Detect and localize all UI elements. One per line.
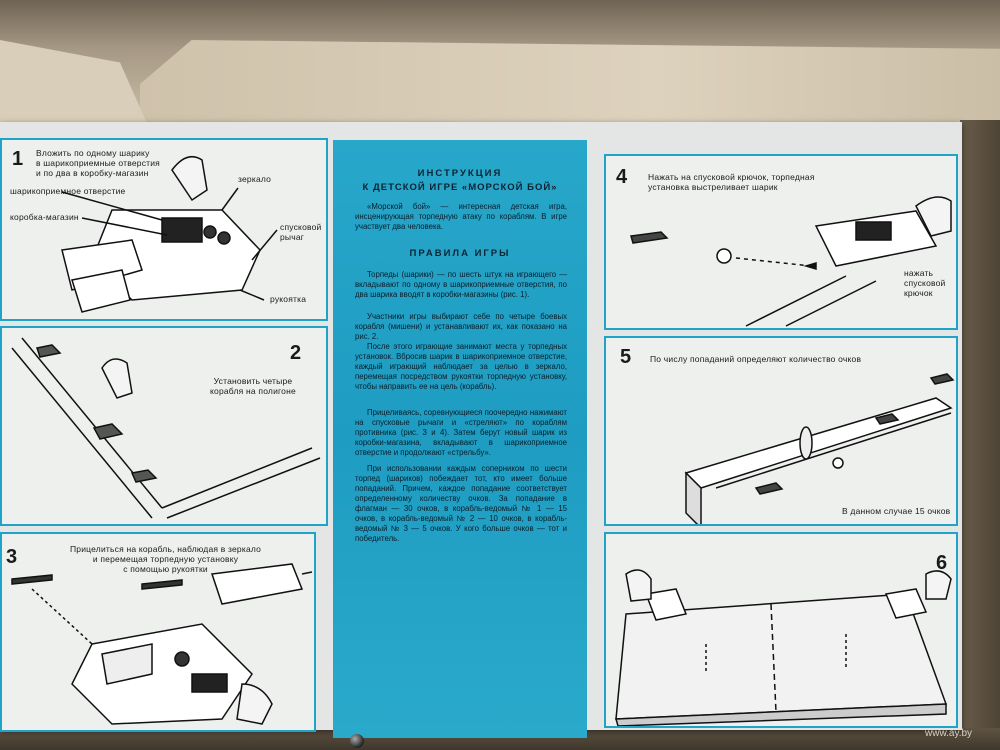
instructions-title: ИНСТРУКЦИЯ — [417, 168, 503, 179]
step-number: 3 — [6, 546, 18, 568]
rules-paragraph-5: При использовании каждым соперником по ш… — [355, 464, 567, 543]
panel-step-4: 4 Нажать на спусковой крючок, торпедная … — [604, 154, 958, 330]
firing-drawing — [630, 196, 952, 327]
instructions-column: ИНСТРУКЦИЯ К ДЕТСКОЙ ИГРЕ «МОРСКОЙ БОЙ» … — [333, 140, 587, 738]
instructions-subtitle: К ДЕТСКОЙ ИГРЕ «МОРСКОЙ БОЙ» — [362, 182, 558, 193]
step-caption: По числу попаданий определяют количество… — [650, 354, 862, 364]
panel-step-1: 1 Вложить по одному шарику в шарикоприем… — [0, 138, 328, 321]
label-mirror: зеркало — [238, 174, 272, 184]
aiming-drawing — [11, 563, 313, 725]
step-number: 6 — [936, 552, 948, 574]
step-caption: Прицелиться на корабль, наблюдая в зерка… — [70, 544, 262, 574]
intro-paragraph: «Морской бой» — интересная детская игра,… — [355, 202, 567, 231]
rules-paragraph-1: Торпеды (шарики) — по шесть штук на игра… — [355, 270, 567, 299]
score-note: В данном случае 15 очков — [842, 506, 951, 516]
step-caption: Нажать на спусковой крючок, торпедная ус… — [648, 172, 815, 192]
torpedo-launcher-drawing — [61, 155, 278, 313]
panel-step-6: 6 — [604, 532, 958, 728]
box-bottom — [0, 728, 1000, 750]
label-trigger-lever: спусковой рычаг — [280, 222, 322, 242]
step-number: 5 — [620, 346, 632, 368]
label-trigger: нажать спусковой крючок — [904, 268, 946, 298]
two-players-drawing — [615, 569, 952, 726]
panel-step-5: 5 По числу попаданий определяют количест… — [604, 336, 958, 526]
panel-step-2: 2 Установить четыре корабля на полигоне — [0, 326, 328, 526]
rules-paragraph-3: После этого играющие занимают места у то… — [355, 342, 567, 391]
step-caption: Вложить по одному шарику в шарикоприемны… — [36, 148, 160, 178]
playing-field-drawing — [11, 337, 321, 519]
label-magazine-box: коробка-магазин — [10, 212, 79, 222]
rules-title: ПРАВИЛА ИГРЫ — [409, 248, 511, 259]
step-number: 2 — [290, 342, 302, 364]
scoring-drawing — [684, 373, 955, 524]
box-side — [960, 120, 1000, 750]
step-number: 4 — [616, 166, 628, 188]
panel-step-3: 3 Прицелиться на корабль, наблюдая в зер… — [0, 532, 316, 732]
label-handle: рукоятка — [270, 294, 307, 304]
step-number: 1 — [12, 148, 24, 170]
rules-paragraph-2: Участники игры выбирают себе по четыре б… — [355, 312, 567, 341]
label-ball-hole: шарикоприемное отверстие — [10, 186, 126, 196]
watermark: www.ay.by — [925, 728, 973, 739]
step-caption: Установить четыре корабля на полигоне — [210, 376, 296, 396]
rules-paragraph-4: Прицеливаясь, соревнующиеся поочередно н… — [355, 408, 567, 457]
steel-ball — [350, 734, 364, 748]
